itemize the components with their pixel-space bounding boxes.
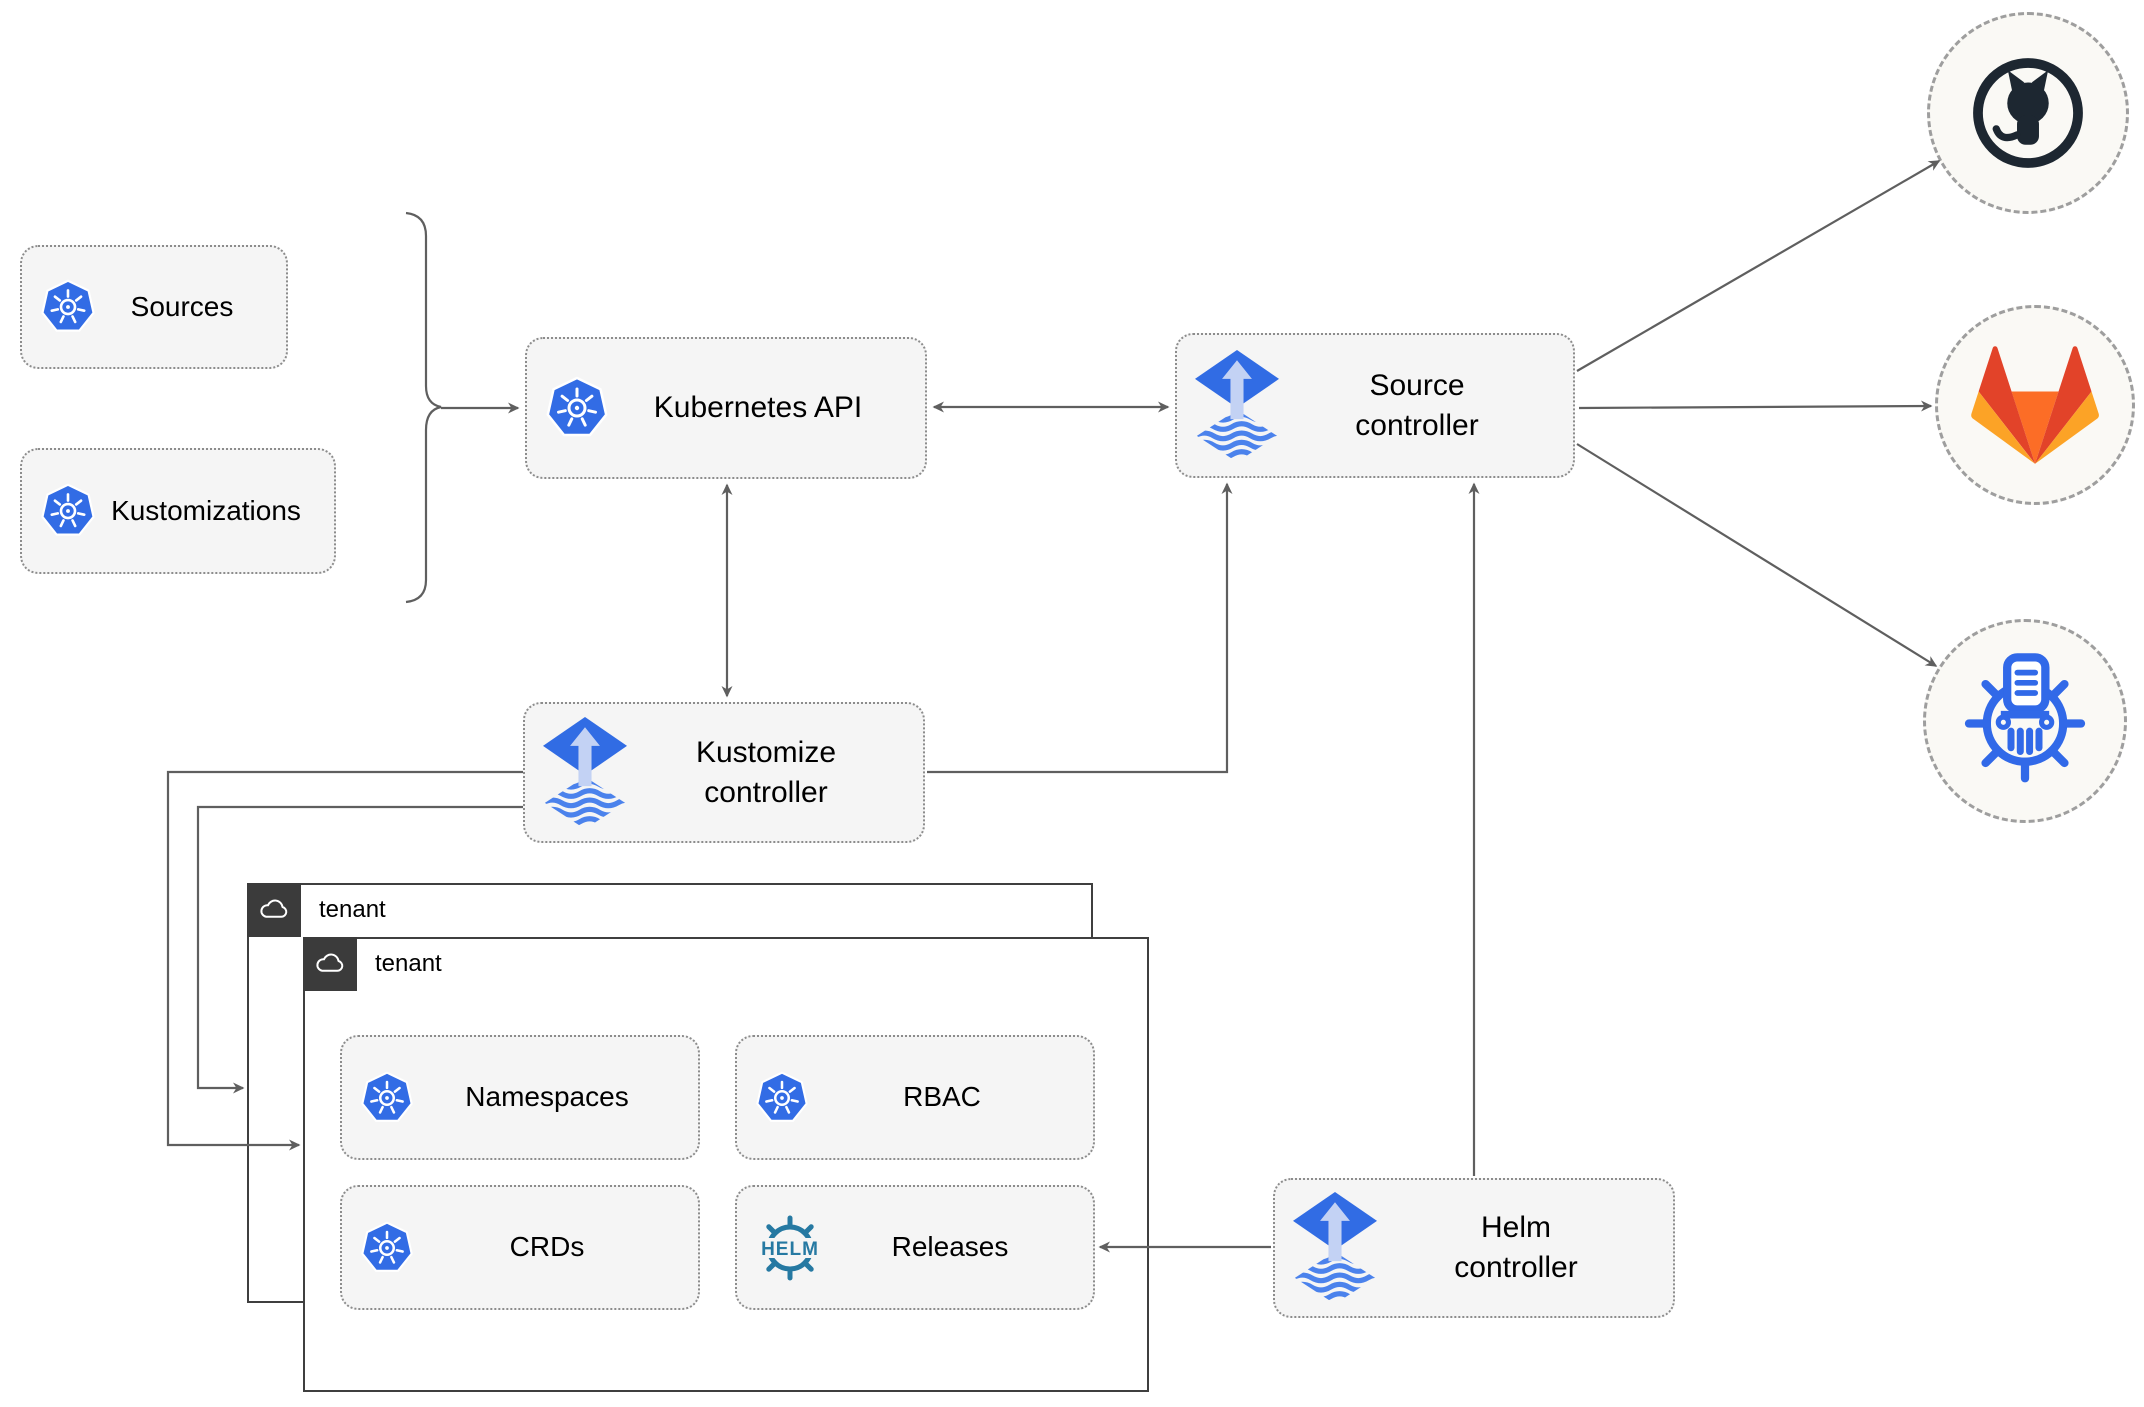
tenant-label: tenant bbox=[319, 896, 386, 923]
cloud-badge bbox=[247, 883, 301, 937]
flux-icon bbox=[1293, 1192, 1377, 1304]
endpoint-github bbox=[1927, 12, 2129, 214]
node-namespaces: Namespaces bbox=[340, 1035, 700, 1160]
kubernetes-icon bbox=[40, 279, 96, 335]
helm-icon: HELM bbox=[755, 1213, 825, 1283]
node-label: RBAC bbox=[903, 1081, 981, 1113]
github-icon bbox=[1967, 52, 2089, 174]
node-label: Releases bbox=[891, 1231, 1009, 1263]
node-kubernetes-api: Kubernetes API bbox=[525, 337, 927, 479]
node-rbac: RBAC bbox=[735, 1035, 1095, 1160]
cloud-icon bbox=[316, 953, 344, 972]
node-helm-controller: Helm controller bbox=[1273, 1178, 1675, 1318]
flux-icon bbox=[543, 717, 627, 829]
connector-source-to-gitlab bbox=[1578, 400, 1933, 412]
tenant-label: tenant bbox=[375, 950, 442, 977]
kubernetes-icon bbox=[40, 483, 96, 539]
helm-logo-text: HELM bbox=[761, 1239, 819, 1260]
node-label: Helm controller bbox=[1454, 1211, 1578, 1284]
node-label: Kubernetes API bbox=[653, 391, 863, 425]
endpoint-chartmuseum bbox=[1923, 619, 2127, 823]
flux-icon bbox=[1195, 350, 1279, 462]
cloud-badge bbox=[303, 937, 357, 991]
kubernetes-icon bbox=[545, 376, 609, 440]
chartmuseum-icon bbox=[1955, 651, 2095, 791]
node-label: Source controller bbox=[1355, 368, 1479, 442]
kubernetes-icon bbox=[360, 1070, 414, 1125]
kubernetes-icon bbox=[755, 1070, 809, 1125]
tenant-header: tenant bbox=[303, 937, 442, 991]
node-label: CRDs bbox=[509, 1231, 585, 1263]
tenant-container-front: tenant bbox=[303, 937, 1149, 1392]
gitlab-icon bbox=[1971, 346, 2099, 464]
node-source-controller: Source controller bbox=[1175, 333, 1575, 478]
connector-source-to-github bbox=[1576, 160, 1941, 372]
endpoint-gitlab bbox=[1935, 305, 2135, 505]
connector-kustomize-to-source bbox=[927, 482, 1233, 774]
node-kustomize-controller: Kustomize controller bbox=[523, 702, 925, 843]
tenant-header: tenant bbox=[247, 883, 386, 937]
node-kustomizations: Kustomizations bbox=[20, 448, 336, 574]
node-label: Sources bbox=[130, 290, 234, 322]
node-sources: Sources bbox=[20, 245, 288, 369]
node-crds: CRDs bbox=[340, 1185, 700, 1310]
node-label: Namespaces bbox=[465, 1081, 629, 1113]
bracket-sources-kustomizations bbox=[405, 211, 442, 604]
node-label: Kustomizations bbox=[111, 494, 301, 526]
cloud-icon bbox=[260, 899, 288, 918]
connector-source-to-chartmuseum bbox=[1576, 443, 1938, 667]
node-releases: HELM Releases bbox=[735, 1185, 1095, 1310]
kubernetes-icon bbox=[360, 1220, 414, 1275]
node-label: Kustomize controller bbox=[695, 735, 837, 809]
